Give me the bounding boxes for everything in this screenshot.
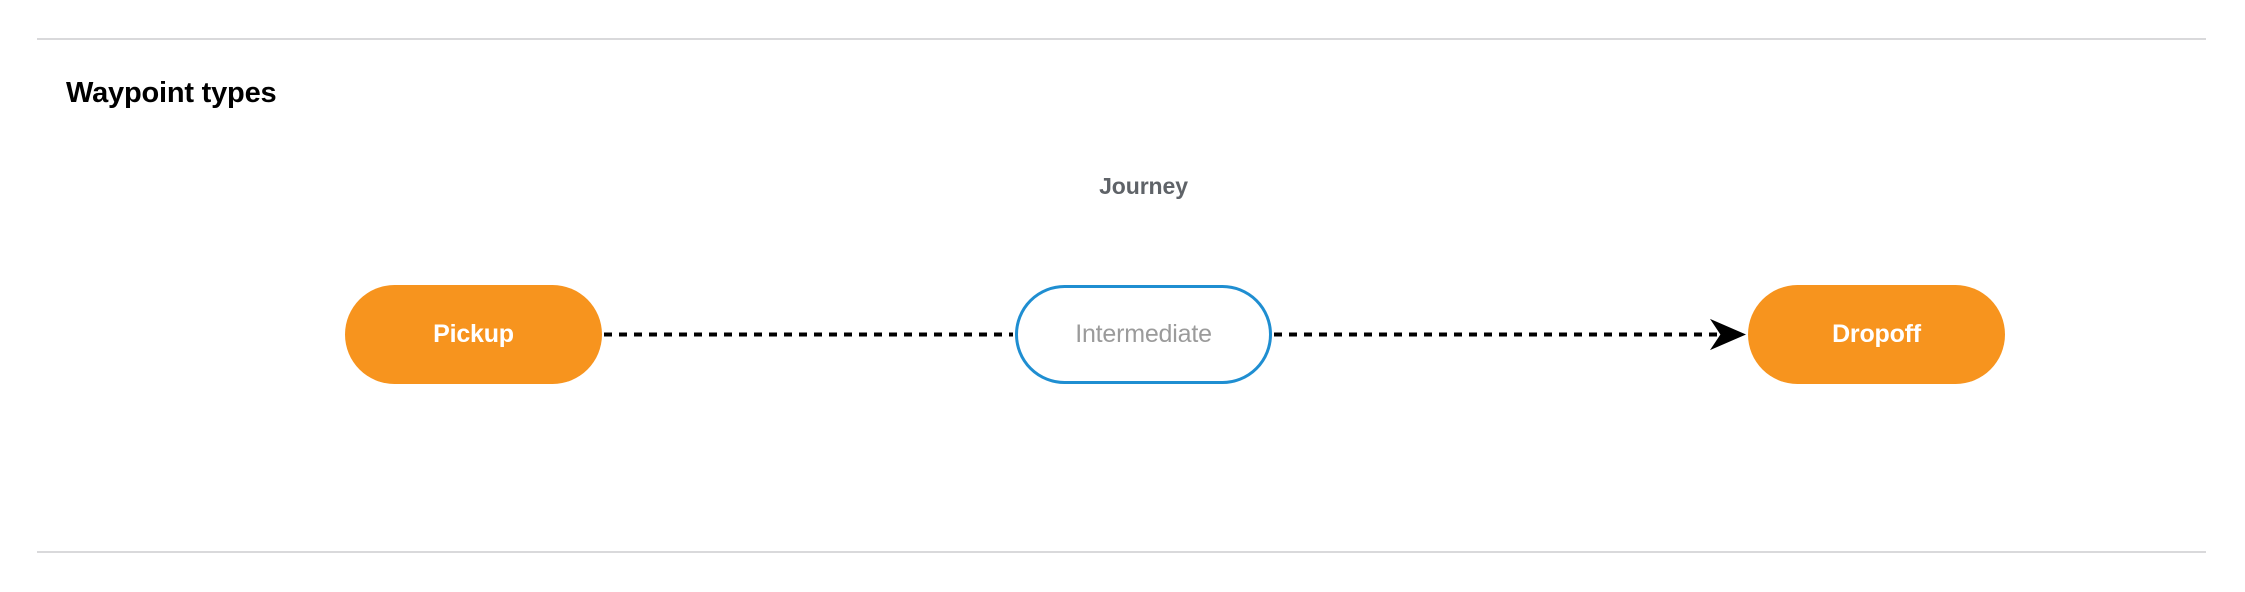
waypoint-node-pickup[interactable]: Pickup <box>345 285 602 384</box>
divider-bottom <box>37 551 2206 553</box>
journey-group-label: Journey <box>1099 173 1188 199</box>
waypoint-node-pickup-label: Pickup <box>433 320 514 348</box>
page-title: Waypoint types <box>66 77 277 109</box>
waypoint-node-dropoff[interactable]: Dropoff <box>1748 285 2005 384</box>
waypoint-node-dropoff-label: Dropoff <box>1832 320 1921 348</box>
divider-top <box>37 38 2206 40</box>
waypoint-node-intermediate-label: Intermediate <box>1075 320 1212 348</box>
waypoint-node-intermediate[interactable]: Intermediate <box>1015 285 1272 384</box>
